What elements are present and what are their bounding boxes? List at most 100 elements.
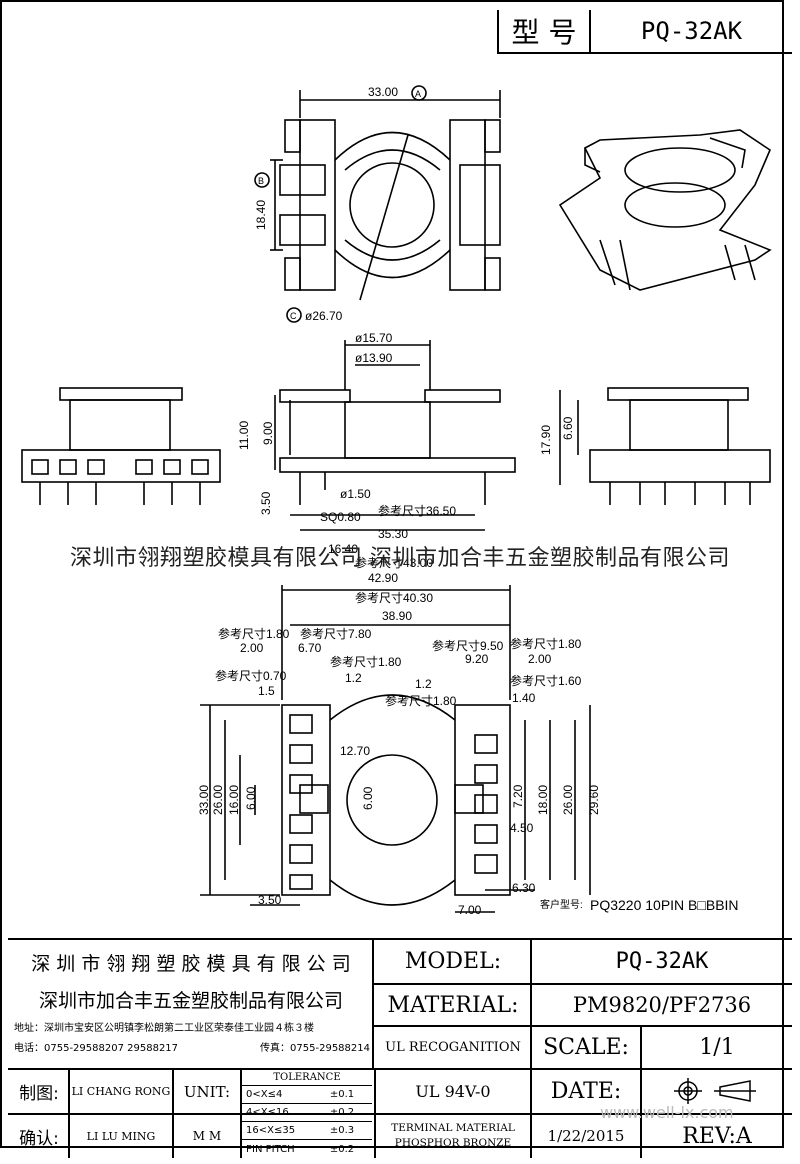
dim-3-50-pin: 3.50 xyxy=(259,491,273,515)
header-model-label: 型 号 xyxy=(497,10,589,54)
dim-18-00: 18.00 xyxy=(536,785,550,815)
date-label: DATE: xyxy=(550,1079,622,1104)
watermark: 深圳市翎翔塑胶模具有限公司 深圳市加合丰五金塑胶制品有限公司 xyxy=(70,546,730,571)
tolerance-range-2: 4<X≤16 xyxy=(242,1104,312,1122)
dim-1-2-a: 1.2 xyxy=(345,671,362,685)
right-side-view xyxy=(559,387,771,505)
isometric-view xyxy=(558,129,772,291)
technical-drawing: 33.00 A B 18.40 C ø26.70 ø15.70 ø13.90 1… xyxy=(21,85,772,917)
dim-11-00: 11.00 xyxy=(237,421,251,450)
dim-1-5: 1.5 xyxy=(258,684,275,698)
dim-16-40: 16.40 xyxy=(328,542,358,556)
dim-3-50-b: 3.50 xyxy=(258,893,282,907)
dim-12-70: 12.70 xyxy=(340,744,370,758)
dim-ref-1-60: 参考尺寸1.60 xyxy=(510,673,582,688)
dim-33-00-b: 33.00 xyxy=(197,785,211,815)
dim-4-50: 4.50 xyxy=(510,821,534,835)
dim-35-30: 35.30 xyxy=(378,527,408,541)
bottom-view xyxy=(200,585,591,913)
scale-label: SCALE: xyxy=(543,1035,629,1060)
dim-7-00: 7.00 xyxy=(458,903,482,917)
terminal-label-2: PHOSPHOR BRONZE xyxy=(394,1137,512,1149)
ul-label: UL RECOGANITION xyxy=(385,1040,521,1055)
date-value: 1/22/2015 xyxy=(547,1127,625,1145)
company-name-1: 深 圳 市 翎 翔 塑 胶 模 具 有 限 公 司 xyxy=(31,952,351,975)
dim-16-00: 16.00 xyxy=(227,785,241,815)
dim-6-30: 6.30 xyxy=(512,881,536,895)
dim-29-60: 29.60 xyxy=(587,785,601,815)
dim-33-00: 33.00 xyxy=(368,85,398,99)
company-address: 地址：深圳市宝安区公明镇李松朗第二工业区荣泰佳工业园４栋３楼 xyxy=(14,1022,314,1034)
dim-ref-40-30: 参考尺寸40.30 xyxy=(355,590,433,605)
dim-ref-0-70: 参考尺寸0.70 xyxy=(215,668,287,683)
dim-ref-36-50: 参考尺寸36.50 xyxy=(378,503,456,518)
dim-7-20: 7.20 xyxy=(511,784,525,808)
tolerance-value-2: ±0.2 xyxy=(312,1104,372,1122)
model-label: MODEL: xyxy=(404,949,502,974)
dim-dia-15-70: ø15.70 xyxy=(355,331,393,345)
tolerance-table: TOLERANCE 0<X≤4 ±0.1 4<X≤16 ±0.2 16<X≤35… xyxy=(242,1070,372,1158)
company-fax: 传真：0755-29588214 xyxy=(260,1042,370,1054)
dim-9-00: 9.00 xyxy=(261,421,275,445)
dim-6-70: 6.70 xyxy=(298,641,322,655)
dim-dia-13-90: ø13.90 xyxy=(355,351,393,365)
company-phone: 电话：0755-29588207 29588217 xyxy=(14,1042,179,1054)
company-name-2: 深圳市加合丰五金塑胶制品有限公司 xyxy=(38,989,343,1012)
tolerance-range-4: PIN PITCH xyxy=(246,1143,295,1155)
tolerance-range-1: 0<X≤4 xyxy=(242,1086,312,1104)
drawing-frame xyxy=(0,0,784,1148)
dim-6-60: 6.60 xyxy=(561,416,575,440)
tag-b: B xyxy=(258,176,264,186)
tolerance-title: TOLERANCE xyxy=(242,1070,372,1086)
dim-ref-1-80-a: 参考尺寸1.80 xyxy=(218,626,290,641)
dim-ref-9-50: 参考尺寸9.50 xyxy=(432,638,504,653)
dim-ref-1-80-c: 参考尺寸1.80 xyxy=(330,654,402,669)
dim-42-90: 42.90 xyxy=(368,571,398,585)
material-label: MATERIAL: xyxy=(387,992,519,1018)
tolerance-value-4: ±0.2 xyxy=(329,1143,355,1155)
dim-1-40: 1.40 xyxy=(512,691,536,705)
dim-6-00-a: 6.00 xyxy=(244,786,258,810)
website-watermark: www.well-lx.com xyxy=(600,1103,734,1122)
dim-26-00-a: 26.00 xyxy=(211,785,225,815)
material-value: PM9820/PF2736 xyxy=(572,993,752,1017)
tag-a: A xyxy=(415,89,421,99)
terminal-material: TERMINAL MATERIAL PHOSPHOR BRONZE xyxy=(376,1115,530,1157)
dim-ref-1-80-b: 参考尺寸1.80 xyxy=(510,636,582,651)
customer-model-label: 客户型号: xyxy=(540,898,583,911)
header-model-value: PQ-32AK xyxy=(589,10,792,54)
ul-value: UL 94V-0 xyxy=(415,1082,491,1101)
scale-value: 1/1 xyxy=(699,1035,735,1060)
dim-ref-43-00: 参考尺寸43.00 xyxy=(355,555,433,570)
dim-2-00-b: 2.00 xyxy=(528,652,552,666)
dim-18-40: 18.40 xyxy=(254,200,268,230)
drawn-value: LI CHANG RONG xyxy=(71,1085,171,1098)
dim-38-90: 38.90 xyxy=(382,609,412,623)
rev-label: REV:A xyxy=(682,1123,752,1149)
dim-dia-26-70: ø26.70 xyxy=(305,309,343,323)
dim-dia-1-50: ø1.50 xyxy=(340,487,371,501)
dim-ref-7-80: 参考尺寸7.80 xyxy=(300,626,372,641)
tolerance-value-1: ±0.1 xyxy=(312,1086,372,1104)
top-view xyxy=(254,85,501,323)
dim-2-00-a: 2.00 xyxy=(240,641,264,655)
dim-sq-0-80: SQ0.80 xyxy=(320,510,361,524)
tolerance-range-3: 16<X≤35 xyxy=(242,1122,312,1140)
checked-value: LI LU MING xyxy=(86,1129,156,1143)
tag-c: C xyxy=(290,311,297,321)
model-value: PQ-32AK xyxy=(615,949,709,974)
customer-model-value: PQ3220 10PIN B□BBIN xyxy=(590,897,739,913)
tolerance-value-3: ±0.3 xyxy=(312,1122,372,1140)
front-section-view xyxy=(274,340,516,531)
dim-6-00-b: 6.00 xyxy=(361,786,375,810)
dim-1-2-b: 1.2 xyxy=(415,677,432,691)
dim-9-20: 9.20 xyxy=(465,652,489,666)
dim-26-00-b: 26.00 xyxy=(561,785,575,815)
dimension-labels: 33.00 A B 18.40 C ø26.70 ø15.70 ø13.90 1… xyxy=(197,85,739,917)
drawn-label: 制图: xyxy=(19,1084,59,1104)
checked-label: 确认: xyxy=(19,1128,59,1149)
left-side-view xyxy=(21,387,221,505)
unit-value: M M xyxy=(192,1129,222,1143)
terminal-label-1: TERMINAL MATERIAL xyxy=(391,1122,515,1134)
projection-symbol-icon xyxy=(670,1076,760,1110)
